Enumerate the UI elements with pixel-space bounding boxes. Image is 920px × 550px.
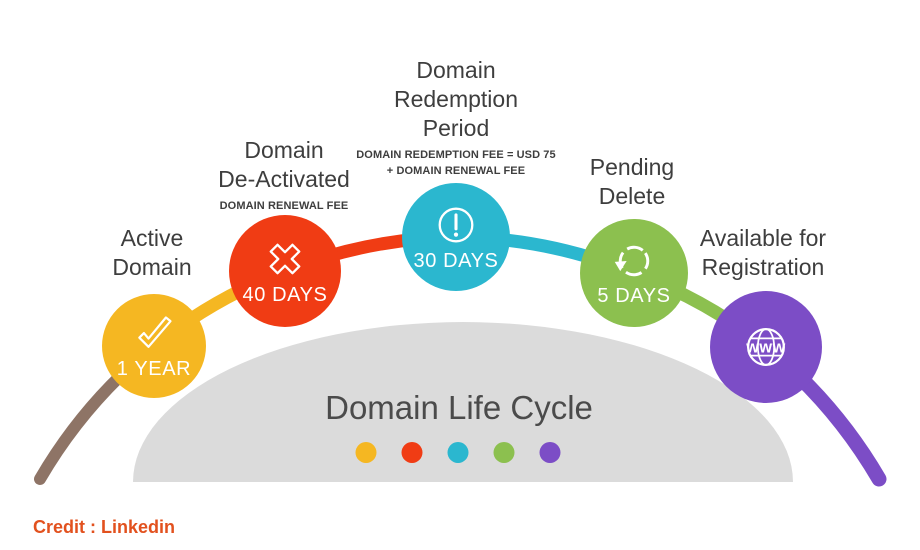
- stage-duration: 5 DAYS: [597, 284, 671, 307]
- stage-label-line: Domain: [112, 254, 192, 280]
- exclamation-icon: [438, 207, 474, 242]
- stage-sublabel-line: + DOMAIN RENEWAL FEE: [386, 165, 526, 177]
- stage-label-active-domain: Active Domain: [112, 224, 191, 282]
- diagram-title: Domain Life Cycle: [325, 389, 593, 426]
- stage-label-pending-delete: Pending Delete: [590, 153, 674, 211]
- stage-node-pending-delete: 5 DAYS: [580, 219, 688, 327]
- stage-label-domain-deactivated: Domain De-Activated DOMAIN RENEWAL FEE: [218, 136, 350, 214]
- stage-label-line: Active: [120, 225, 184, 251]
- stage-label-line: Domain: [416, 57, 496, 83]
- check-icon: [138, 315, 172, 348]
- stage-duration: 40 DAYS: [242, 283, 328, 306]
- legend-dot: [401, 442, 423, 463]
- stage-label-line: Domain: [244, 137, 324, 163]
- legend-dot: [539, 442, 561, 463]
- stage-sublabel: DOMAIN RENEWAL FEE: [219, 200, 349, 212]
- stage-label-line: Redemption: [393, 86, 519, 112]
- stage-label-domain-redemption-period: Domain Redemption Period DOMAIN REDEMPTI…: [356, 56, 556, 179]
- stage-node-available-for-registration: www: [710, 291, 822, 403]
- stage-label-line: Delete: [598, 183, 666, 209]
- legend-dots: [355, 442, 561, 463]
- globe-www-text: www: [745, 338, 786, 356]
- refresh-icon: [614, 245, 650, 276]
- credit-text: Credit : Linkedin: [33, 517, 176, 537]
- stage-node-active-domain: 1 YEAR: [102, 294, 206, 398]
- legend-dot: [447, 442, 469, 463]
- stage-sublabel: DOMAIN REDEMPTION FEE = USD 75 + DOMAIN …: [356, 147, 556, 179]
- stage-node-domain-redemption-period: 30 DAYS: [402, 183, 510, 291]
- stage-label-line: Period: [422, 115, 490, 141]
- stage-label-line: Registration: [701, 254, 825, 280]
- dome-shape: [133, 322, 793, 482]
- stage-label-line: Pending: [589, 154, 675, 180]
- stage-sublabel-line: DOMAIN REDEMPTION FEE = USD 75: [356, 149, 556, 161]
- stage-label-line: Available for: [699, 225, 827, 251]
- stage-label-line: De-Activated: [218, 166, 350, 192]
- legend-dot: [493, 442, 515, 463]
- x-icon: [269, 243, 301, 274]
- stage-duration: 1 YEAR: [116, 357, 192, 380]
- stage-node-domain-deactivated: 40 DAYS: [229, 215, 341, 327]
- globe-icon: www: [745, 328, 786, 366]
- stage-label-available-for-registration: Available for Registration: [700, 224, 826, 282]
- stage-duration: 30 DAYS: [413, 249, 499, 272]
- legend-dot: [355, 442, 377, 463]
